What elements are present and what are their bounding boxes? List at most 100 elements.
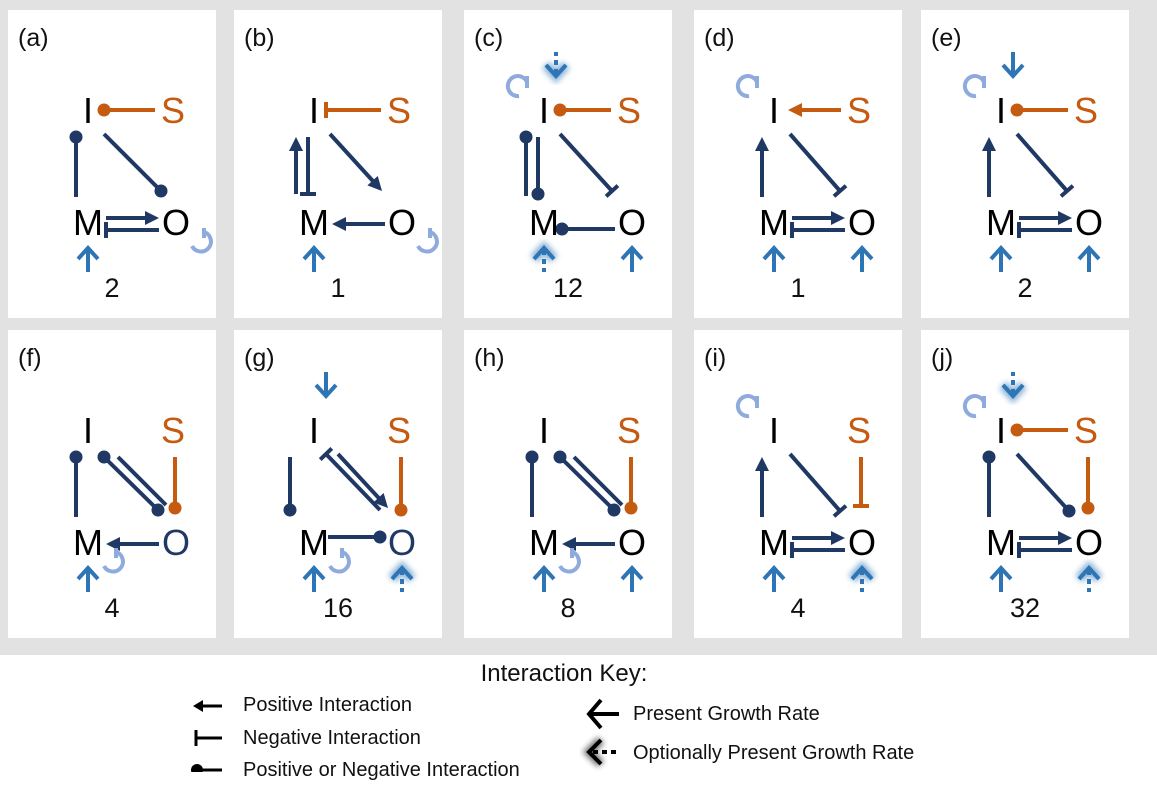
optional-growth-arrow-icon	[848, 560, 876, 592]
either-dot	[168, 501, 182, 515]
positive-arrowhead	[831, 531, 845, 545]
interaction-edge	[572, 455, 624, 507]
node-M: M	[529, 202, 559, 243]
interaction-edge	[289, 137, 303, 194]
node-O: O	[162, 202, 190, 243]
positive-arrowhead	[367, 175, 382, 191]
interaction-edge	[531, 137, 545, 201]
interaction-edge	[553, 103, 611, 117]
interaction-edge	[1019, 211, 1072, 225]
key-present-growth-label: Present Growth Rate	[633, 703, 820, 725]
either-dot	[519, 130, 533, 144]
node-I: I	[309, 410, 319, 451]
node-O: O	[162, 522, 190, 563]
interaction-edge	[283, 457, 297, 517]
interaction-edge	[106, 211, 159, 225]
node-I: I	[769, 410, 779, 451]
growth-arrow-icon	[314, 372, 338, 399]
key-line-icons	[191, 700, 222, 772]
node-I: I	[769, 90, 779, 131]
growth-arrow-icon	[620, 245, 644, 272]
node-S: S	[161, 90, 185, 131]
node-S: S	[161, 410, 185, 451]
panel-label: (a)	[18, 24, 49, 52]
positive-arrowhead	[106, 537, 120, 551]
negative-bar	[832, 504, 848, 518]
interaction-edge	[853, 457, 869, 508]
node-I: I	[83, 90, 93, 131]
positive-arrowhead	[332, 217, 346, 231]
self-interaction-loop-icon	[735, 394, 759, 419]
node-S: S	[387, 90, 411, 131]
key-present-growth-arrow-icon	[586, 698, 619, 730]
key-negative-bar-icon	[194, 730, 222, 746]
interaction-edge	[300, 137, 316, 196]
growth-arrow-icon	[76, 245, 100, 272]
self-interaction-loop-icon	[190, 228, 213, 254]
interaction-edge	[102, 132, 168, 198]
node-M: M	[299, 202, 329, 243]
interaction-edge	[97, 450, 165, 517]
panel-count: 1	[790, 273, 806, 303]
interaction-edge	[1017, 222, 1072, 238]
growth-arrow-icon	[1077, 245, 1101, 272]
node-S: S	[617, 410, 641, 451]
either-dot	[982, 450, 996, 464]
interaction-edge	[790, 222, 845, 238]
positive-arrowhead	[831, 211, 845, 225]
node-S: S	[387, 410, 411, 451]
either-dot	[607, 503, 621, 517]
either-dot	[553, 450, 567, 464]
panel-count: 16	[322, 593, 354, 623]
panel-count: 8	[560, 593, 576, 623]
panel-label: (e)	[931, 24, 962, 52]
node-M: M	[759, 522, 789, 563]
interaction-edge	[324, 102, 381, 118]
panel-count: 4	[790, 593, 806, 623]
interaction-edge	[168, 457, 182, 515]
node-I: I	[309, 90, 319, 131]
interaction-edge	[1017, 542, 1072, 558]
either-dot	[1081, 501, 1095, 515]
either-dot	[394, 503, 408, 517]
node-I: I	[996, 410, 1006, 451]
growth-arrow-icon	[76, 565, 100, 592]
interaction-edge	[328, 132, 382, 191]
growth-arrow-icon	[532, 565, 556, 592]
either-dot	[154, 184, 168, 198]
interaction-edge	[1010, 103, 1068, 117]
interaction-edge	[792, 531, 845, 545]
interaction-edge	[519, 130, 533, 196]
positive-arrowhead	[982, 137, 996, 151]
interaction-edge	[394, 457, 408, 517]
either-dot	[1010, 103, 1024, 117]
positive-arrowhead	[788, 103, 802, 117]
growth-arrow-icon	[302, 565, 326, 592]
interaction-edge	[624, 457, 638, 515]
key-positive-label: Positive Interaction	[243, 694, 412, 716]
interaction-edge	[1019, 531, 1072, 545]
either-dot	[555, 222, 569, 236]
node-O: O	[848, 202, 876, 243]
positive-arrowhead	[562, 537, 576, 551]
optional-growth-arrow-icon	[388, 560, 416, 592]
node-S: S	[617, 90, 641, 131]
optional-growth-arrow-icon	[999, 372, 1027, 404]
interaction-edge	[788, 103, 841, 117]
interaction-edge	[788, 132, 848, 198]
key-either-label: Positive or Negative Interaction	[243, 759, 520, 781]
node-I: I	[996, 90, 1006, 131]
self-interaction-loop-icon	[505, 74, 529, 99]
interaction-edge	[97, 103, 155, 117]
growth-arrow-icon	[989, 245, 1013, 272]
